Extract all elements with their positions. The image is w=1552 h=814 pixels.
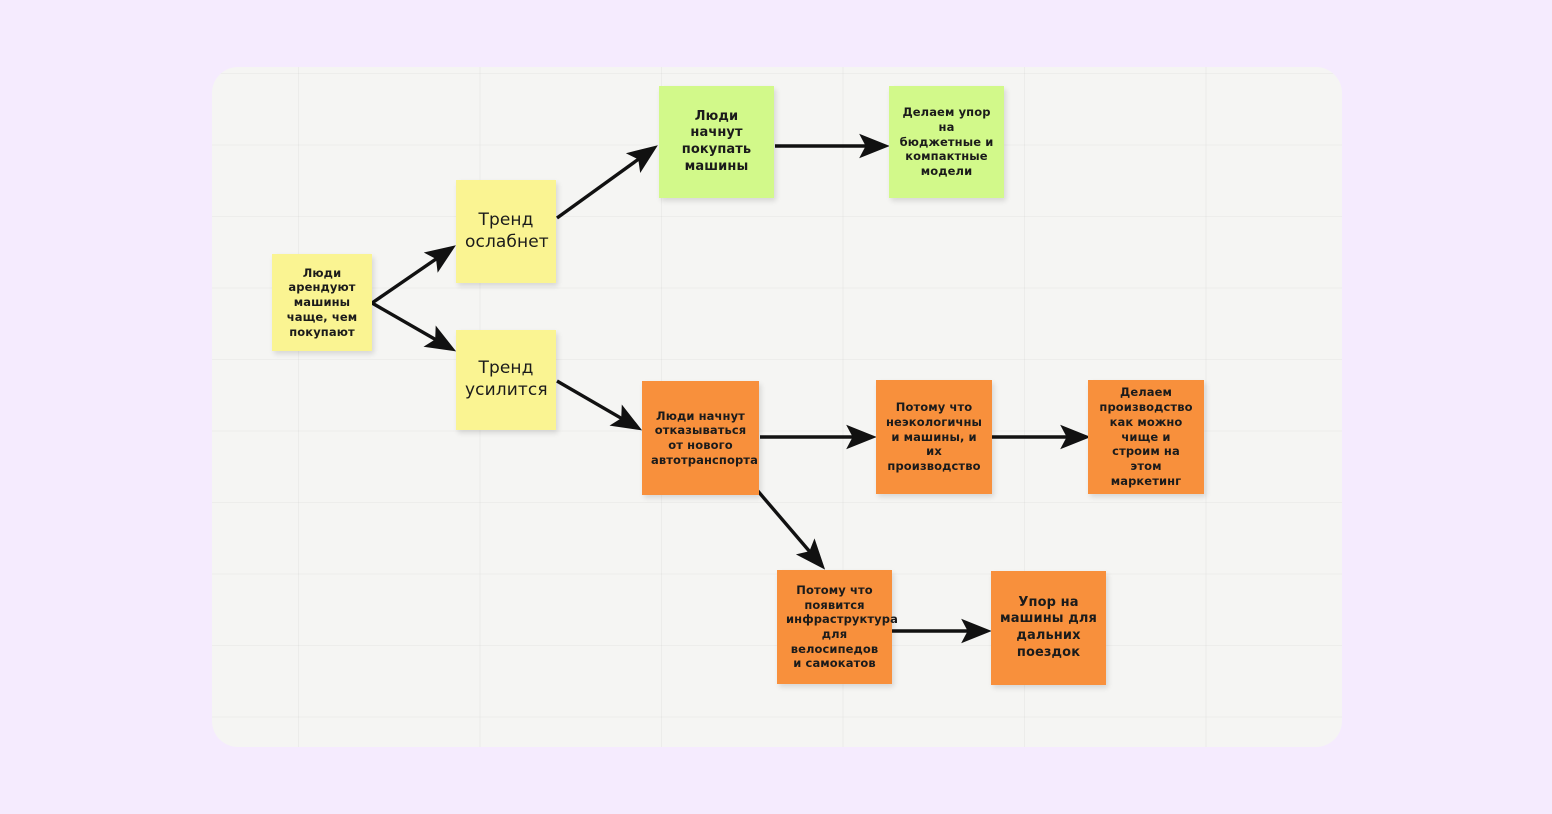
sticky-note-text: Упор на машины для дальних поездок	[1000, 594, 1097, 660]
sticky-note-n7[interactable]: Потому что неэкологичны и машины, и их п…	[876, 380, 992, 494]
sticky-note-n2[interactable]: Тренд ослабнет	[456, 180, 556, 283]
sticky-note-n1[interactable]: Люди арендуют машины чаще, чем покупают	[272, 254, 372, 351]
sticky-note-n3[interactable]: Тренд усилится	[456, 330, 556, 430]
sticky-note-n4[interactable]: Люди начнут покупать машины	[659, 86, 774, 198]
sticky-note-text: Тренд ослабнет	[465, 209, 549, 252]
sticky-note-text: Люди начнут покупать машины	[681, 108, 752, 174]
sticky-note-text: Люди начнут отказываться от нового автот…	[651, 408, 758, 467]
sticky-note-n9[interactable]: Потому что появится инфраструктура для в…	[777, 570, 898, 684]
sticky-note-text: Потому что неэкологичны и машины, и их п…	[885, 400, 983, 474]
sticky-note-text: Тренд усилится	[465, 358, 548, 400]
sticky-note-n8[interactable]: Делаем производство как можно чище и стр…	[1088, 380, 1204, 494]
sticky-note-text: Делаем производство как можно чище и стр…	[1099, 385, 1193, 488]
sticky-note-text: Потому что появится инфраструктура для в…	[786, 582, 898, 671]
sticky-note-text: Люди арендуют машины чаще, чем покупают	[286, 265, 358, 339]
sticky-note-n6[interactable]: Люди начнут отказываться от нового автот…	[642, 381, 759, 495]
sticky-note-n5[interactable]: Делаем упор на бюджетные и компактные мо…	[889, 86, 1004, 198]
sticky-note-text: Делаем упор на бюджетные и компактные мо…	[899, 105, 994, 179]
sticky-note-n10[interactable]: Упор на машины для дальних поездок	[991, 571, 1106, 685]
